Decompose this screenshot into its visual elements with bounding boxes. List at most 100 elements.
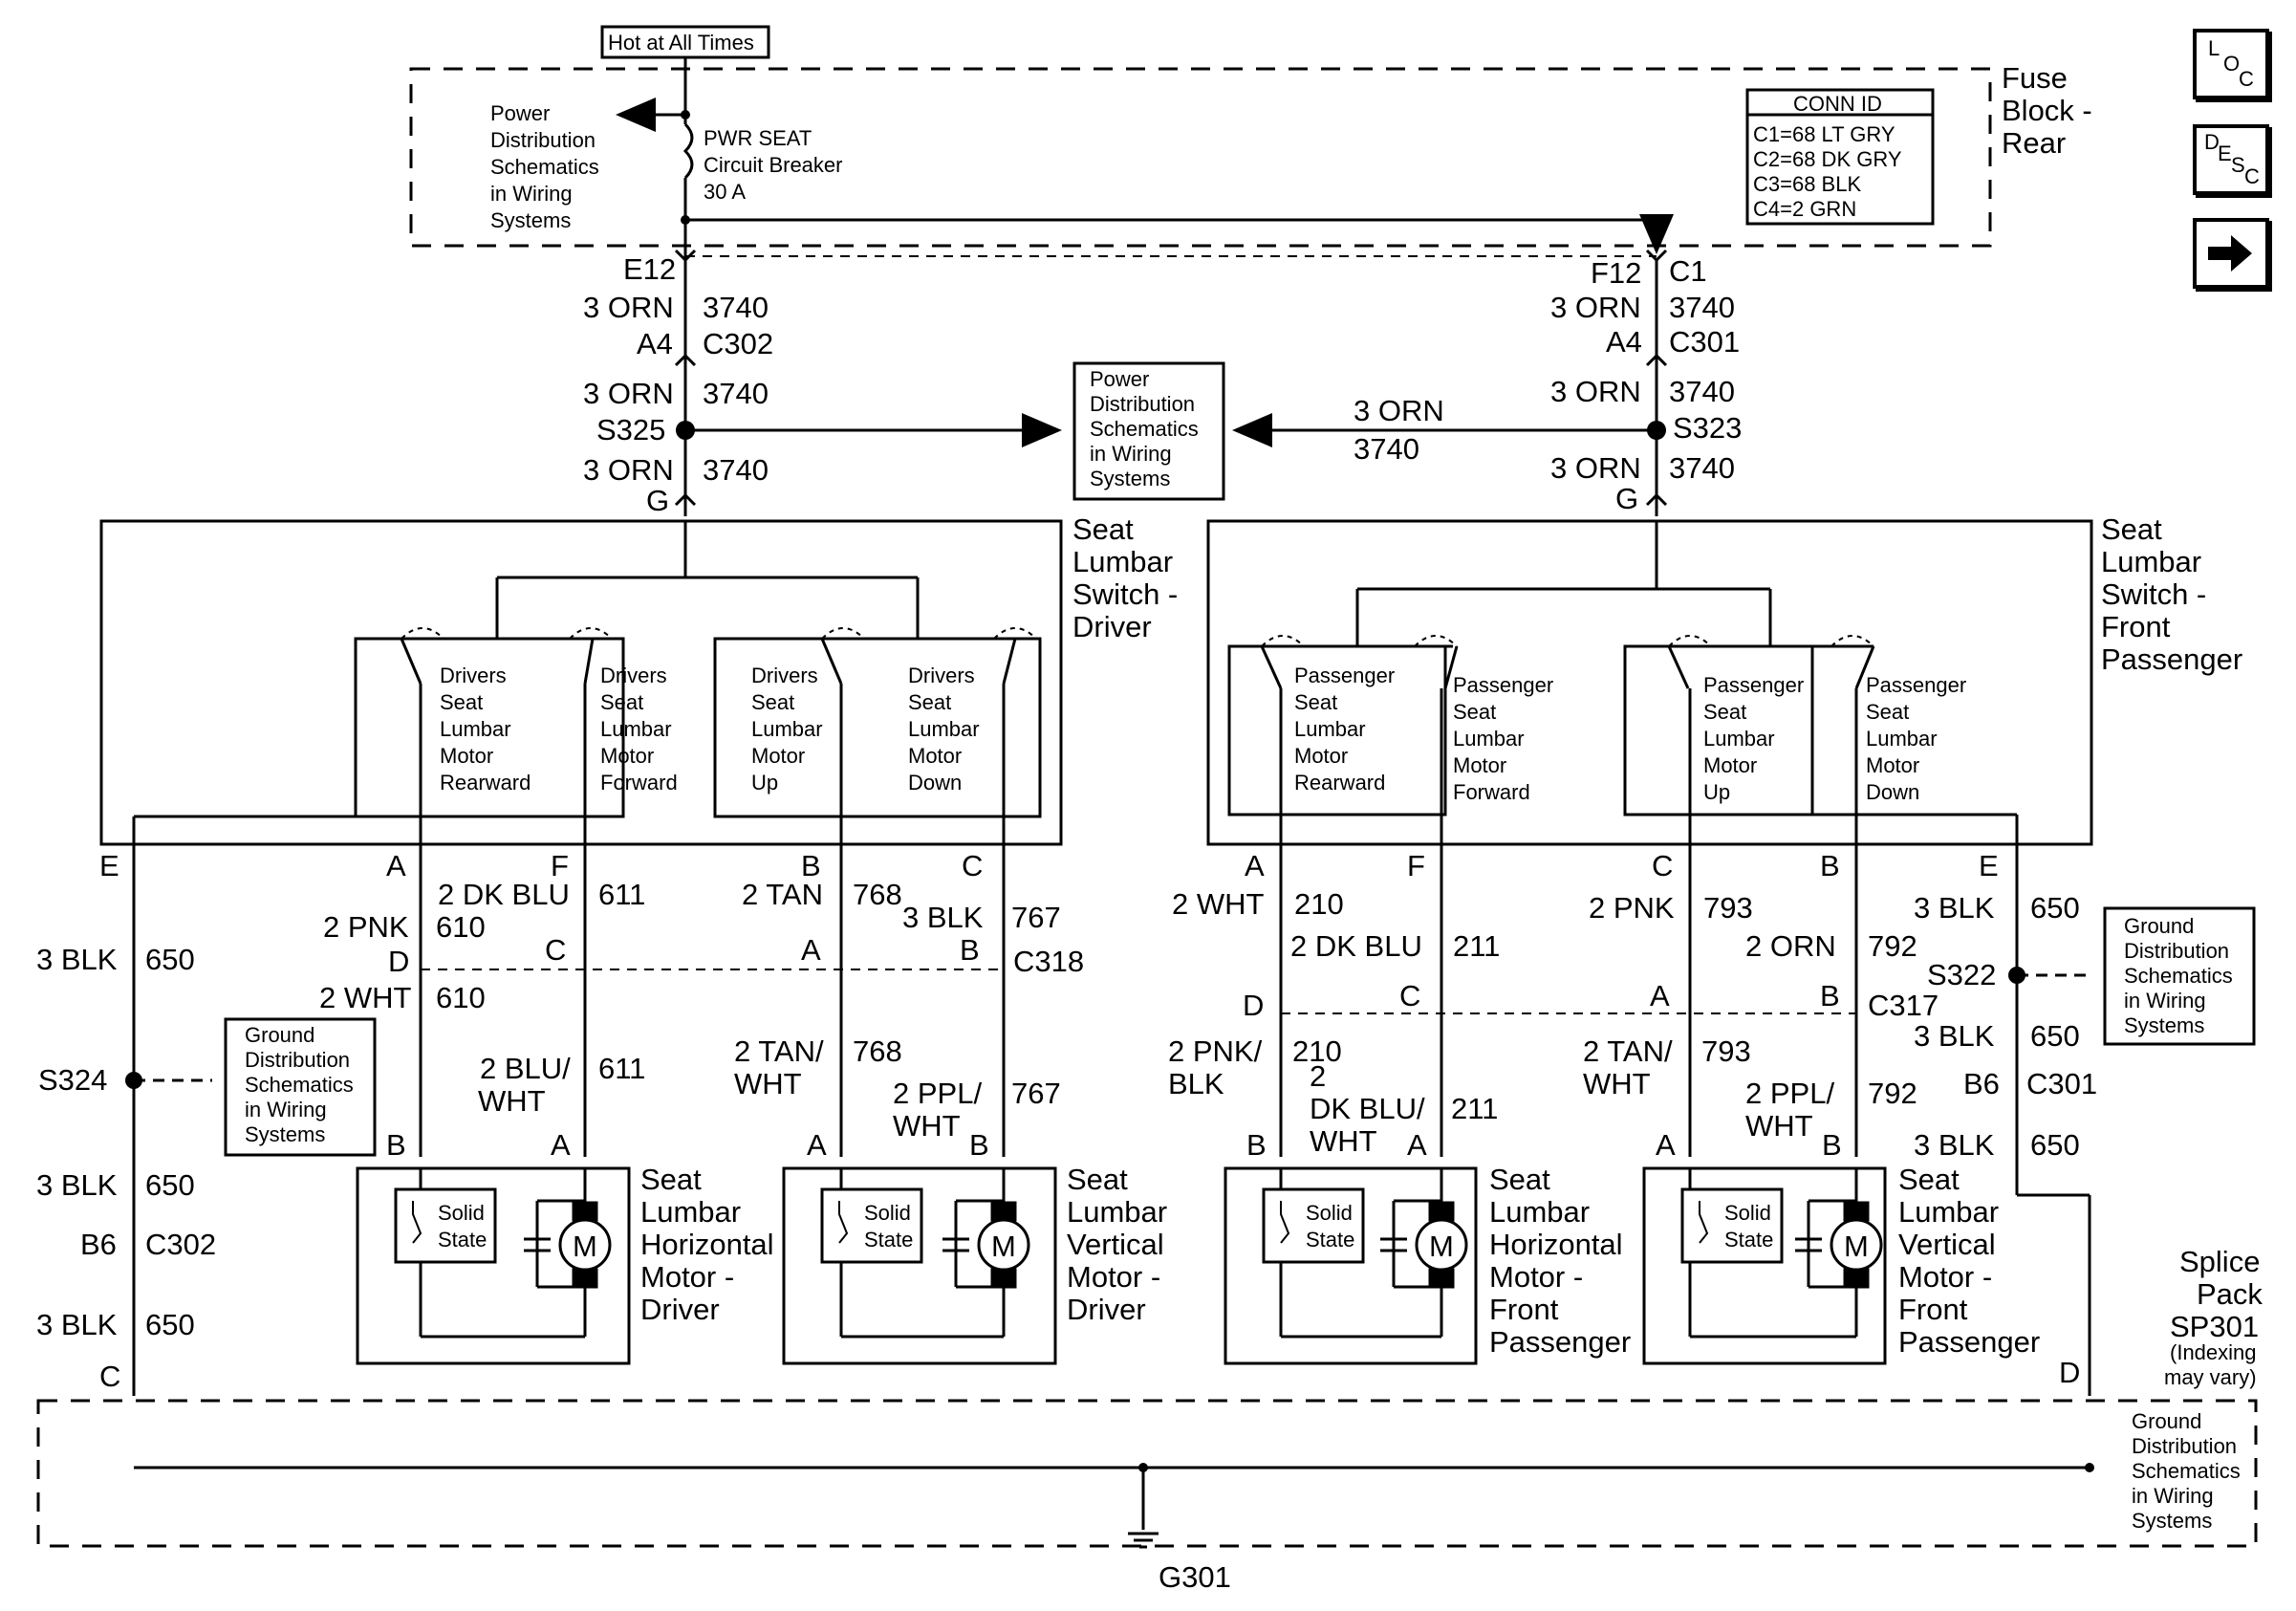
lf-circ1: 3740 <box>703 291 769 324</box>
dw-pin-c-bottom: C <box>99 1360 120 1393</box>
lf-pin-g: G <box>646 484 669 517</box>
rf-circ1: 3740 <box>1669 291 1735 324</box>
pw-pin-a: A <box>1650 979 1670 1012</box>
pp-a: A <box>1245 849 1265 882</box>
motor-box-2 <box>782 1166 1057 1365</box>
dw-pin-d: D <box>388 945 409 978</box>
dw-b6-conn: C302 <box>145 1228 216 1261</box>
ps-title-3: Front <box>2101 610 2171 643</box>
conn-row-2: C3=68 BLK <box>1753 172 1861 196</box>
pass-contact-2-line-4: Up <box>1703 780 1730 804</box>
driver-contact-2-line-0: Drivers <box>751 664 818 687</box>
bg-ref-1: Distribution <box>2132 1434 2237 1458</box>
rf-wire3: 3 ORN <box>1550 451 1641 485</box>
pw-d-wire-0: 2 PNK/ <box>1168 1034 1263 1068</box>
motor-0-title-1: Lumbar <box>640 1195 741 1229</box>
driver-contact-3-line-3: Motor <box>908 744 962 768</box>
rf-conn: C301 <box>1669 325 1740 359</box>
dw-lower-wire: 3 BLK <box>36 1168 118 1202</box>
dw-bottom-wire: 3 BLK <box>36 1308 118 1341</box>
indexing-0: (Indexing <box>2170 1340 2257 1364</box>
rf-mid-wire: 3 ORN <box>1354 394 1444 427</box>
pw-a-circ: 210 <box>1294 887 1344 921</box>
pw-d-wire-1: BLK <box>1168 1067 1224 1100</box>
driver-contact-2-line-1: Seat <box>751 690 794 714</box>
rf-conn-c1: C1 <box>1669 254 1707 288</box>
lf-conn: C302 <box>703 327 773 360</box>
motor-1-title-4: Driver <box>1067 1293 1146 1326</box>
next-button[interactable] <box>2193 218 2269 289</box>
lf-circ3: 3740 <box>703 453 769 487</box>
solid-state-0-1: State <box>438 1228 487 1252</box>
right-arrow-icon <box>2208 235 2252 272</box>
pw-bottom-circ: 650 <box>2030 1128 2080 1162</box>
lf-wire1: 3 ORN <box>583 291 674 324</box>
motor-0-pin-0: B <box>386 1128 406 1162</box>
pw-c-circ: 793 <box>1703 891 1753 925</box>
solid-state-box-0 <box>394 1187 497 1264</box>
ps-title-2: Switch - <box>2101 577 2206 611</box>
center-ref-0: Power <box>1090 367 1149 391</box>
pass-contact-0-line-3: Motor <box>1294 744 1348 768</box>
pg-ref-1: Distribution <box>2124 939 2229 963</box>
motor-box-1 <box>356 1166 631 1365</box>
pass-contact-3-line-0: Passenger <box>1866 673 1966 697</box>
pass-contact-1-line-2: Lumbar <box>1453 727 1525 751</box>
dw-b6: B6 <box>80 1228 117 1261</box>
motor-2-pin-1: A <box>1407 1128 1427 1162</box>
fuse-block-rear <box>409 67 1992 248</box>
dp-b: B <box>801 849 821 882</box>
pw-c2-wire-2: WHT <box>1310 1124 1377 1158</box>
ps-title-1: Lumbar <box>2101 545 2201 578</box>
pw-pin-d: D <box>1243 989 1264 1022</box>
motor-1-title-3: Motor - <box>1067 1260 1160 1294</box>
driver-contact-2-line-4: Up <box>751 771 778 795</box>
pg-ref-0: Ground <box>2124 914 2194 938</box>
center-ref-3: in Wiring <box>1090 442 1172 466</box>
seat-lumbar-switch-passenger <box>1206 519 2093 846</box>
driver-contact-2-line-2: Lumbar <box>751 717 823 741</box>
splice-pack-sp301 <box>36 1399 2258 1548</box>
power-ref-3: in Wiring <box>490 182 573 206</box>
rf-splice: S323 <box>1673 411 1742 445</box>
motor-box-4 <box>1642 1166 1887 1365</box>
motor-2-title-3: Motor - <box>1489 1260 1583 1294</box>
pw-pin-b: B <box>1820 979 1840 1012</box>
dw-c2-circ: 611 <box>598 1052 645 1085</box>
driver-contact-0-line-4: Rearward <box>440 771 531 795</box>
pw-a2-wire-0: 2 TAN/ <box>1583 1034 1673 1068</box>
driver-contact-3-line-1: Seat <box>908 690 951 714</box>
loc-button[interactable]: L O C <box>2193 29 2269 99</box>
motor-0-m: M <box>573 1230 597 1263</box>
pw-a-wire: 2 WHT <box>1172 887 1265 921</box>
lf-wire2: 3 ORN <box>583 377 674 410</box>
lf-pin-e12: E12 <box>623 252 676 286</box>
dw-splice: S324 <box>38 1063 107 1097</box>
ds-title-2: Switch - <box>1072 577 1178 611</box>
motor-3-internals <box>1680 1168 1883 1339</box>
pw-c2-wire-1: DK BLU/ <box>1310 1092 1425 1125</box>
lf-wire3: 3 ORN <box>583 453 674 487</box>
dw-lower-circ: 650 <box>145 1168 195 1202</box>
splice-pack-0: Splice <box>2179 1245 2260 1278</box>
dw-a2-wire-0: 2 TAN/ <box>734 1034 824 1068</box>
pw-f-circ: 211 <box>1453 929 1500 963</box>
motor-2-pin-0: B <box>1246 1128 1267 1162</box>
power-ref-2: Schematics <box>490 155 599 179</box>
ds-title-0: Seat <box>1072 512 1134 546</box>
desc-button[interactable]: D E S C <box>2193 124 2269 195</box>
pw-c2-circ: 211 <box>1451 1092 1498 1125</box>
conn-row-1: C2=68 DK GRY <box>1753 147 1902 171</box>
bg-ref-2: Schematics <box>2132 1459 2241 1483</box>
dw-c2-wire-0: 2 BLU/ <box>480 1052 571 1085</box>
dw-a-wire: 2 PNK <box>323 910 409 944</box>
solid-state-box-3 <box>1680 1187 1784 1264</box>
dw-pin-a: A <box>801 933 821 967</box>
center-ref-1: Distribution <box>1090 392 1195 416</box>
motor-3-title-3: Motor - <box>1898 1260 1992 1294</box>
pw-b2-circ: 792 <box>1868 1077 1917 1110</box>
pw-d-circ: 210 <box>1292 1034 1342 1068</box>
motor-1-title-2: Vertical <box>1067 1228 1164 1261</box>
pw-a2-wire-1: WHT <box>1583 1067 1651 1100</box>
dw-a-circ: 610 <box>436 910 486 944</box>
